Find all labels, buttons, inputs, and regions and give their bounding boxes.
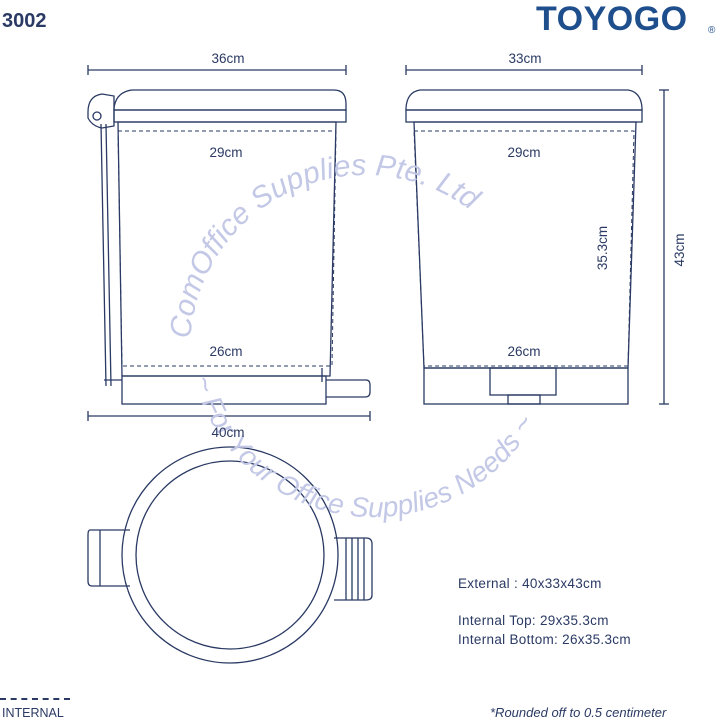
legend-label: INTERNAL: [2, 706, 64, 720]
model-code: 3002: [2, 10, 47, 32]
watermark-line2: ~ For Your Office Supplies Needs ~: [188, 372, 540, 524]
label-side-top-width: 36cm: [211, 51, 244, 66]
side-base-dimension-line: [87, 411, 371, 421]
side-top-dimension-line: [87, 65, 347, 75]
label-total-height: 43cm: [672, 233, 687, 266]
label-internal-height: 35.3cm: [595, 226, 610, 270]
top-view: [87, 446, 373, 664]
label-front-internal-bottom: 26cm: [507, 344, 540, 359]
side-hinge: [87, 93, 115, 129]
front-view: [405, 65, 669, 405]
label-front-top-width: 33cm: [508, 51, 541, 66]
front-top-dimension-line: [405, 65, 643, 75]
front-pedal-foot: [507, 394, 541, 405]
spec-internal-bottom: Internal Bottom: 26x35.3cm: [458, 632, 631, 647]
side-view: [87, 65, 371, 421]
front-lid-rim: [405, 109, 643, 123]
label-front-internal-top: 29cm: [507, 145, 540, 160]
front-lid: [405, 89, 643, 111]
top-pedal-tab: [334, 537, 373, 601]
side-lid: [113, 89, 347, 111]
top-outer-rim: [121, 446, 339, 664]
side-pedal: [326, 379, 371, 398]
label-side-internal-top: 29cm: [209, 145, 242, 160]
side-hinge-pin: [92, 111, 102, 121]
side-base: [121, 375, 327, 405]
front-internal-outline: [413, 130, 635, 367]
spec-external: External : 40x33x43cm: [458, 576, 602, 591]
side-lid-rim: [113, 109, 347, 123]
watermark: ComOffice Supplies Pte. Ltd: [164, 149, 486, 340]
legend-dashed-line: [0, 698, 70, 700]
registered-mark: ®: [708, 25, 716, 36]
front-base: [423, 367, 629, 405]
front-height-dimension-line: [659, 89, 669, 405]
label-side-base-width: 40cm: [211, 425, 244, 440]
top-inner-rim: [135, 460, 325, 650]
watermark-line1: ComOffice Supplies Pte. Ltd: [164, 149, 486, 340]
footnote: *Rounded off to 0.5 centimeter: [490, 705, 667, 720]
front-pedal: [489, 367, 557, 396]
label-side-internal-bottom: 26cm: [209, 344, 242, 359]
brand-logo: TOYOGO: [536, 0, 688, 38]
spec-internal-top: Internal Top: 29x35.3cm: [458, 613, 609, 628]
watermark-secondary: ~ For Your Office Supplies Needs ~: [188, 372, 540, 524]
top-hinge-tab: [87, 529, 130, 587]
